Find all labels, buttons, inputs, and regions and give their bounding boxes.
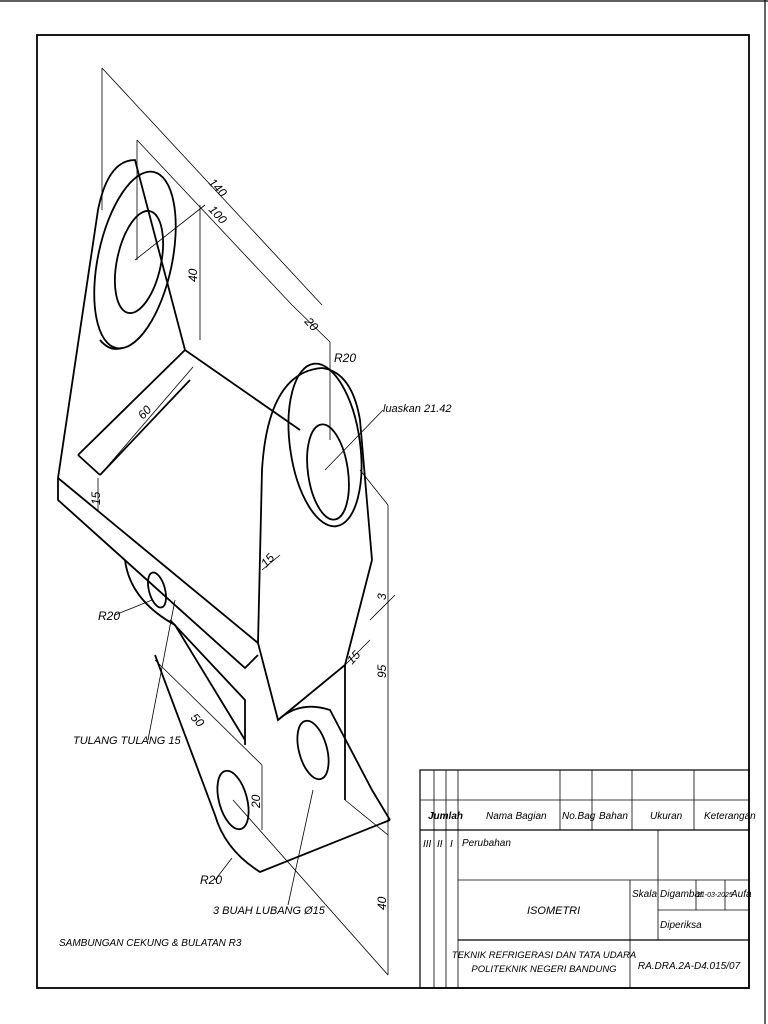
dim-140: 140 xyxy=(206,175,230,199)
lubang-hole-2 xyxy=(296,719,330,781)
lower-plate-side xyxy=(124,559,246,741)
notes: luaskan 21.42 TULANG TULANG 15 3 BUAH LU… xyxy=(59,403,452,949)
front-hole xyxy=(306,423,350,521)
note-luaskan: luaskan 21.42 xyxy=(383,403,452,415)
tb-rev-iii: III xyxy=(423,839,432,850)
tb-rev-i: I xyxy=(450,839,453,850)
lubang-hole-3 xyxy=(147,571,167,609)
dim-50: 50 xyxy=(188,710,208,730)
dim-40-top: 40 xyxy=(186,268,200,282)
dim-r20-top: R20 xyxy=(334,351,356,365)
tb-rev-ii: II xyxy=(437,839,443,850)
dimension-labels: 140 100 40 20 R20 60 15 15 3 15 95 50 20… xyxy=(89,175,389,910)
base-front-edge xyxy=(57,477,259,644)
lubang-hole-1 xyxy=(216,769,250,831)
tb-diperiksa: Diperiksa xyxy=(660,920,702,931)
tb-digambar: Digambar xyxy=(660,889,704,900)
tb-jumlah: Jumlah xyxy=(428,811,463,822)
back-hole xyxy=(114,210,164,314)
dim-20-low: 20 xyxy=(249,794,263,809)
front-upright-outline xyxy=(257,367,373,644)
dim-100: 100 xyxy=(206,202,230,226)
tb-perubahan: Perubahan xyxy=(462,838,511,849)
dim-15-right: 15 xyxy=(344,647,364,667)
back-upright-outline xyxy=(57,159,186,479)
dim-60: 60 xyxy=(135,402,155,422)
dim-3: 3 xyxy=(375,593,389,600)
isometric-part xyxy=(57,159,391,874)
tb-nama-bagian: Nama Bagian xyxy=(486,811,547,822)
tb-drawer: Aufa xyxy=(730,889,752,900)
dimension-lines xyxy=(97,67,396,976)
front-boss xyxy=(287,362,363,528)
vertical-wall xyxy=(257,559,373,722)
tb-bahan: Bahan xyxy=(599,811,628,822)
title-block: Jumlah Nama Bagian No.Bag Bahan Ukuran K… xyxy=(419,769,756,989)
base-top-edge xyxy=(77,348,301,456)
tb-keterangan: Keterangan xyxy=(704,811,756,822)
tb-date: 21-03-2025 xyxy=(696,892,733,899)
tb-org-line2: POLITEKNIK NEGERI BANDUNG xyxy=(471,964,616,975)
note-lubang: 3 BUAH LUBANG Ø15 xyxy=(213,905,326,917)
dim-15-left: 15 xyxy=(89,491,103,505)
dim-r20-bottom: R20 xyxy=(200,873,222,887)
lower-plate-front xyxy=(154,654,391,874)
tb-no-bag: No.Bag xyxy=(562,811,596,822)
drawing-frame xyxy=(36,34,750,989)
back-boss xyxy=(93,170,177,350)
dim-95: 95 xyxy=(375,664,389,678)
tb-title: ISOMETRI xyxy=(527,905,580,917)
dim-r20-left: R20 xyxy=(98,609,120,623)
note-tulang: TULANG TULANG 15 xyxy=(73,735,181,747)
rib xyxy=(169,619,246,745)
dim-40-bottom: 40 xyxy=(375,896,389,910)
tb-skala: Skala xyxy=(632,889,657,900)
note-sambungan: SAMBUNGAN CEKUNG & BULATAN R3 xyxy=(59,938,242,949)
tb-ukuran: Ukuran xyxy=(650,811,683,822)
tb-drawing-no: RA.DRA.2A-D4.015/07 xyxy=(638,961,741,972)
tb-org-line1: TEKNIK REFRIGERASI DAN TATA UDARA xyxy=(452,950,636,961)
